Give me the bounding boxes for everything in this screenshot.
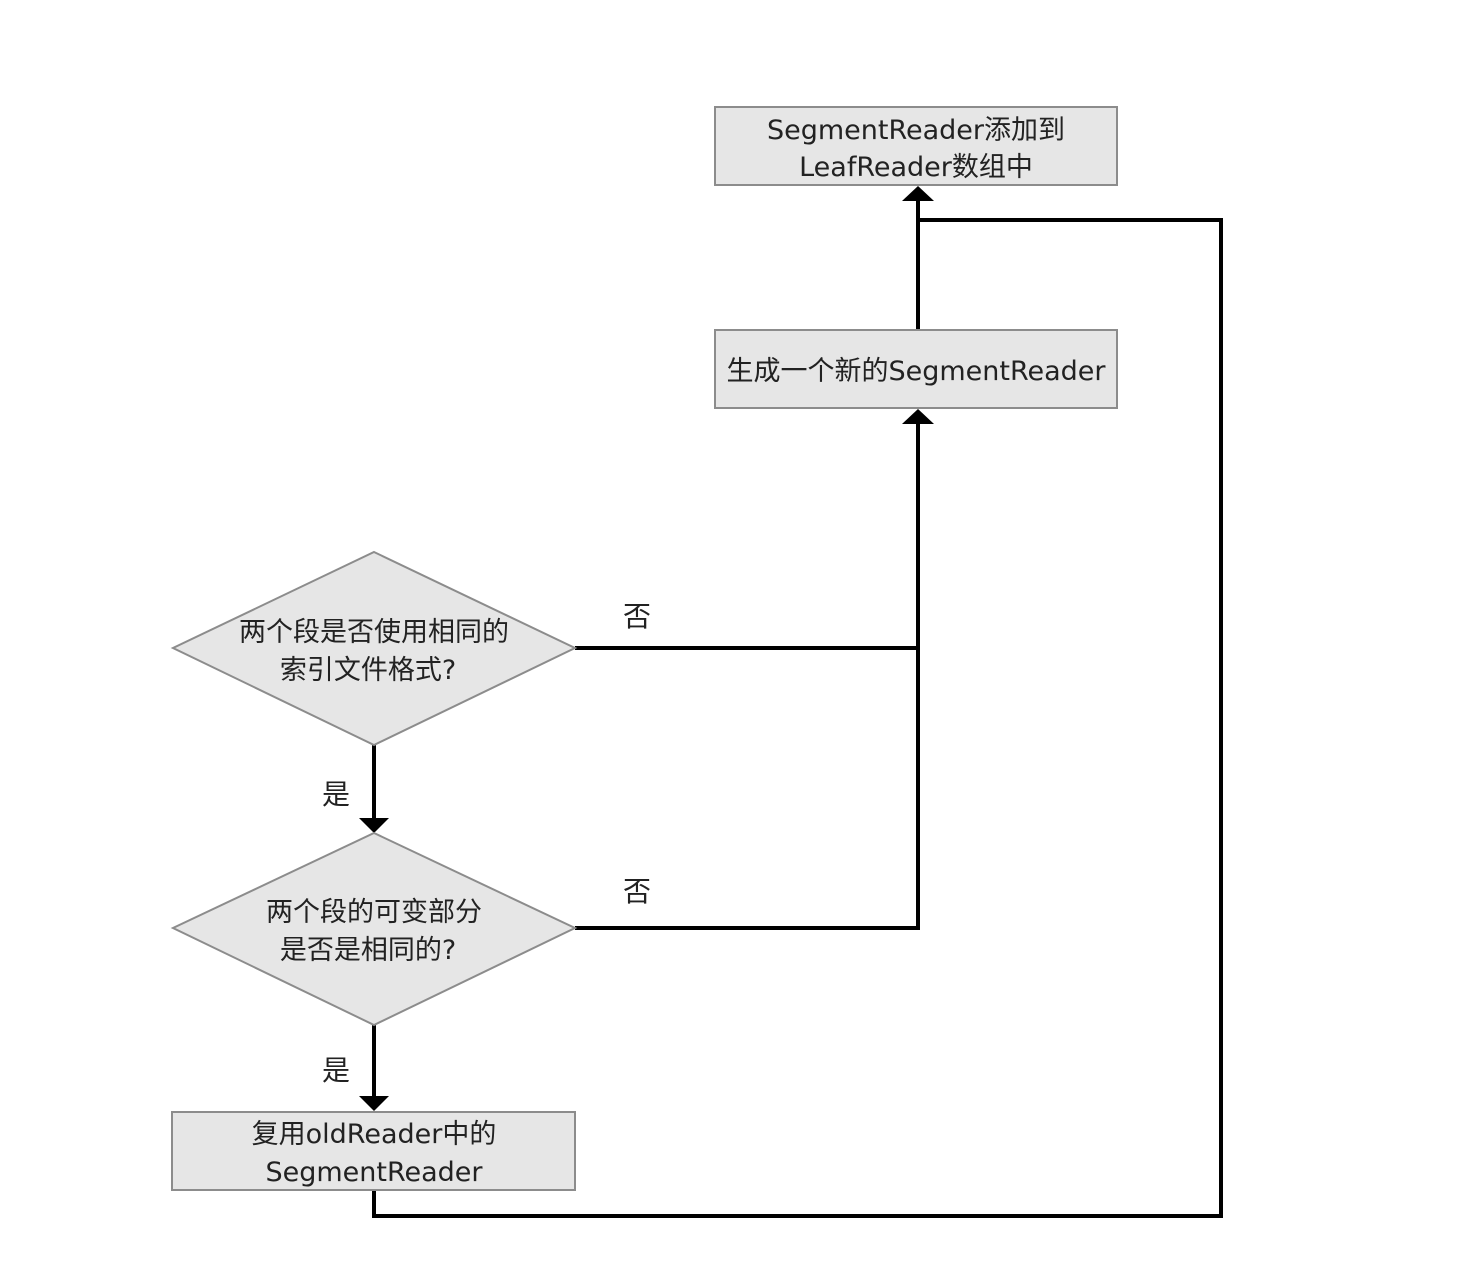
edge-label-mutable-no: 否 [623, 875, 651, 908]
node-add-to-array-line2: LeafReader数组中 [799, 152, 1033, 183]
decision-same-format: 两个段是否使用相同的 索引文件格式? [170, 550, 578, 747]
node-add-to-array-box [714, 106, 1118, 186]
edge-label-mutable-yes: 是 [322, 1054, 350, 1087]
decision-same-format-line1: 两个段是否使用相同的 [239, 617, 509, 648]
decision-same-format-line2: 索引文件格式? [280, 655, 456, 686]
arrowhead-into-reuse [359, 1096, 389, 1111]
node-reuse-line1: 复用oldReader中的 [252, 1119, 497, 1150]
edge-label-format-no: 否 [623, 600, 651, 633]
node-add-to-array: SegmentReader添加到 LeafReader数组中 [714, 106, 1118, 186]
node-reuse-box [171, 1111, 576, 1191]
decision-same-mutable-diamond [170, 831, 578, 1027]
edge-reuse-to-add [372, 218, 1223, 1218]
edge-mutable-no [575, 422, 920, 930]
arrowhead-into-create [902, 409, 934, 424]
node-create-new-label: 生成一个新的SegmentReader [726, 356, 1106, 387]
node-create-new-box [714, 329, 1118, 409]
edge-label-format-yes: 是 [322, 778, 350, 811]
arrowhead-into-mutable-decision [359, 818, 389, 833]
decision-same-mutable-line2: 是否是相同的? [280, 935, 456, 966]
decision-same-mutable: 两个段的可变部分 是否是相同的? [170, 831, 578, 1027]
node-reuse-line2: SegmentReader [265, 1157, 483, 1188]
arrowhead-into-add [902, 186, 934, 201]
decision-same-mutable-line1: 两个段的可变部分 [266, 897, 482, 928]
node-reuse: 复用oldReader中的 SegmentReader [171, 1111, 576, 1191]
decision-same-format-diamond [170, 550, 578, 747]
node-add-to-array-line1: SegmentReader添加到 [767, 115, 1065, 146]
node-create-new: 生成一个新的SegmentReader [714, 329, 1118, 409]
